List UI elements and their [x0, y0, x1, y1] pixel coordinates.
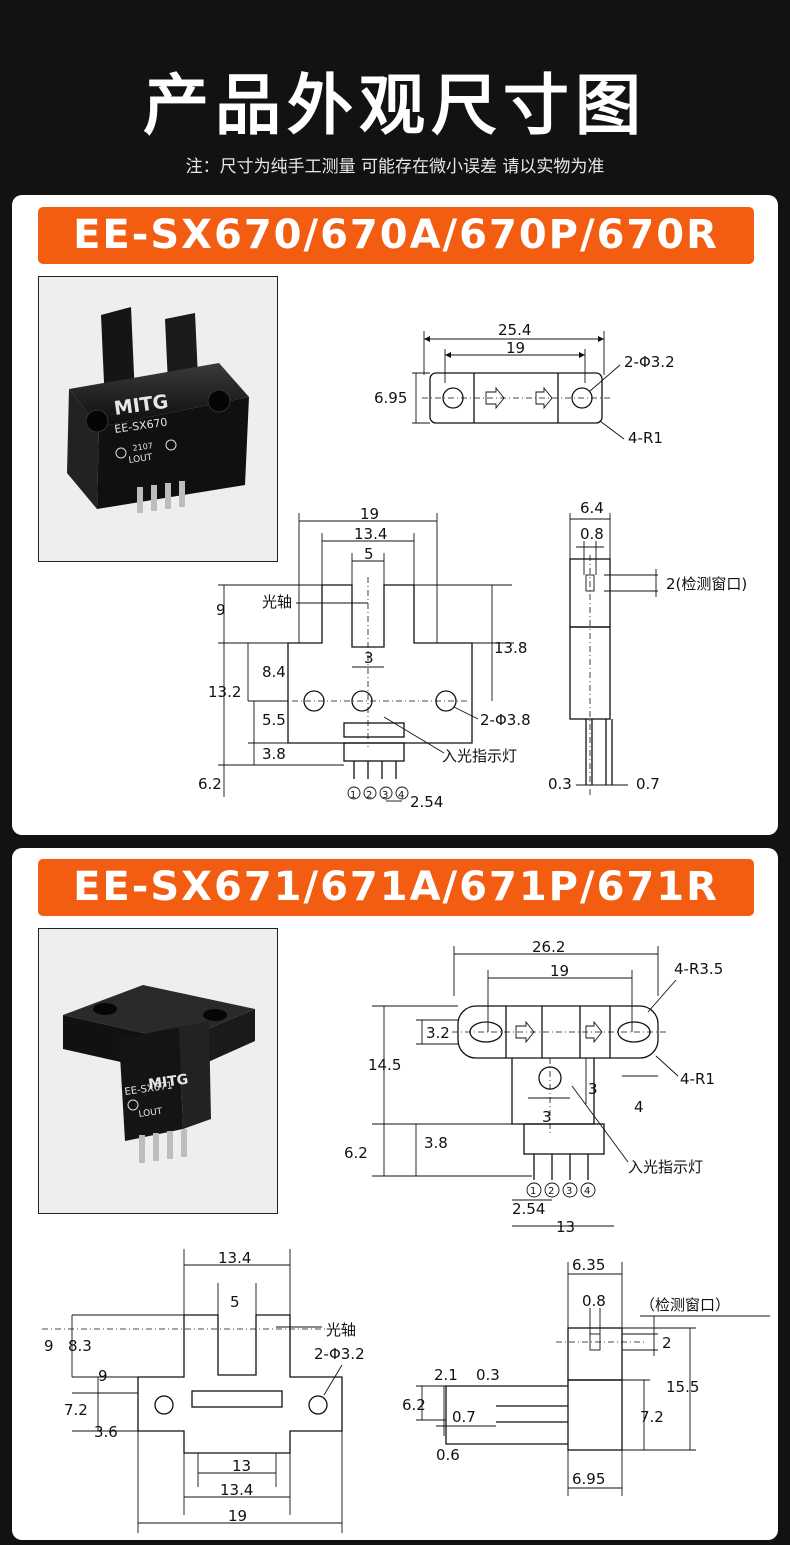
label-axis: 光轴: [326, 1321, 356, 1339]
product-photo: MITG EE-SX671 LOUT: [38, 928, 278, 1214]
label-indicator: 入光指示灯: [628, 1158, 703, 1176]
pin-4: 4: [584, 1186, 590, 1197]
dim-d3b: 3: [542, 1108, 552, 1126]
dim-d3: 3: [364, 649, 374, 667]
sensor-photo-icon: MITG EE-SX671 LOUT: [39, 929, 277, 1213]
photo-brand: MITG: [147, 1072, 189, 1093]
dim-d9b: 9: [98, 1367, 108, 1385]
pin-1: 1: [350, 790, 356, 801]
dim-d5-5: 5.5: [262, 711, 286, 729]
dim-d6-2: 6.2: [198, 775, 222, 793]
dim-overall: 26.2: [532, 938, 565, 956]
label-window: （检测窗口）: [640, 1296, 730, 1314]
top-view-diagram: 26.2 19 4-R3.5 3.2 14.5 3 3 4 4-R1 3.8: [344, 938, 723, 1236]
dim-d3-2: 3.2: [426, 1024, 450, 1042]
dim-side-d2-1: 2.1: [434, 1366, 458, 1384]
dim-slot-outer: 13.4: [354, 525, 387, 543]
top-view-diagram: 25.4 19 6.95 2-Φ3.2 4-R1: [374, 321, 675, 447]
dim-d7-2: 7.2: [64, 1401, 88, 1419]
side-view-diagram: 6.35 0.8 （检测窗口） 2 15.5 7.2 2.1 0.3 6.2 0…: [402, 1256, 770, 1496]
dim-d4: 4: [634, 1098, 644, 1116]
dim-d3-6: 3.6: [94, 1423, 118, 1441]
panel-ee-sx671: EE-SX671/671A/671P/671R MITG EE-SX671 LO…: [12, 848, 778, 1540]
dim-d9: 9: [216, 601, 226, 619]
panel-ee-sx670: EE-SX670/670A/670P/670R MITG EE-SX670: [12, 195, 778, 835]
dim-d8-4: 8.4: [262, 663, 286, 681]
dim-d6-2: 6.2: [344, 1144, 368, 1162]
dim-d13-4: 13.4: [220, 1481, 253, 1499]
dim-side-d6-95: 6.95: [572, 1470, 605, 1488]
photo-pin-label: LOUT: [138, 1107, 164, 1120]
dim-slot: 5: [364, 545, 374, 563]
pin-3: 3: [382, 790, 388, 801]
dim-side-window: 0.8: [580, 525, 604, 543]
dim-side-d2: 2: [662, 1334, 672, 1352]
pin-2: 2: [548, 1186, 554, 1197]
dim-side-width: 6.4: [580, 499, 604, 517]
dim-side-d7-2: 7.2: [640, 1408, 664, 1426]
pin-2: 2: [366, 790, 372, 801]
dim-pitch: 2.54: [410, 793, 443, 811]
dim-d3-8: 3.8: [262, 745, 286, 763]
dim-hole-pitch: 19: [506, 339, 525, 357]
front-view-diagram: 19 13.4 5 1 2 3 4 光轴 9 13.2 8.4: [198, 507, 531, 811]
dim-width: 19: [360, 507, 379, 523]
page-title: 产品外观尺寸图: [143, 67, 647, 144]
front-view-diagram: 13.4 5 光轴 2-Φ3.2 9 8.3 9 7.2 3.6 13 13.4…: [42, 1249, 365, 1533]
sensor-photo-icon: MITG EE-SX670 2107 LOUT: [39, 277, 277, 561]
dim-overall: 25.4: [498, 321, 531, 339]
dim-pitch: 2.54: [512, 1200, 545, 1218]
dim-d13: 13: [232, 1457, 251, 1475]
dim-side-d15-5: 15.5: [666, 1378, 699, 1396]
dim-d13-2: 13.2: [208, 683, 241, 701]
dim-d3-8: 3.8: [424, 1134, 448, 1152]
dim-radius: 4-R1: [628, 429, 663, 447]
side-view-diagram: 6.4 0.8 2(检测窗口) 0.3 0.7: [548, 499, 747, 795]
dim-holes: 2-Φ3.2: [624, 353, 675, 371]
photo-pin-label: LOUT: [128, 453, 154, 466]
pin-1: 1: [530, 1186, 536, 1197]
product-photo: MITG EE-SX670 2107 LOUT: [38, 276, 278, 562]
photo-code: 2107: [132, 441, 153, 453]
dim-side-window-h: 2(检测窗口): [666, 575, 747, 593]
dim-radius-small: 4-R1: [680, 1070, 715, 1088]
dim-hole-pitch: 19: [550, 962, 569, 980]
dim-side-d0-3: 0.3: [548, 775, 572, 793]
dim-side-d0-3: 0.3: [476, 1366, 500, 1384]
label-axis: 光轴: [262, 593, 292, 611]
dim-side-d0-7: 0.7: [636, 775, 660, 793]
dim-d13-8: 13.8: [494, 639, 527, 657]
dim-height: 6.95: [374, 389, 407, 407]
dim-d13: 13: [556, 1218, 575, 1236]
dim-side-width: 6.35: [572, 1256, 605, 1274]
dim-radius-big: 4-R3.5: [674, 960, 723, 978]
dim-holes: 2-Φ3.2: [314, 1345, 365, 1363]
dim-d8-3: 8.3: [68, 1337, 92, 1355]
dim-d3: 3: [588, 1080, 598, 1098]
dim-side-window: 0.8: [582, 1292, 606, 1310]
dim-d9: 9: [44, 1337, 54, 1355]
page-note: 注：尺寸为纯手工测量 可能存在微小误差 请以实物为准: [185, 157, 605, 177]
dim-d19: 19: [228, 1507, 247, 1525]
dim-side-d0-7: 0.7: [452, 1408, 476, 1426]
pin-3: 3: [566, 1186, 572, 1197]
dim-d14-5: 14.5: [368, 1056, 401, 1074]
dim-slot: 5: [230, 1293, 240, 1311]
dim-side-d6-2: 6.2: [402, 1396, 426, 1414]
label-indicator: 入光指示灯: [442, 747, 517, 765]
dim-slot-outer: 13.4: [218, 1249, 251, 1267]
dim-side-d0-6: 0.6: [436, 1446, 460, 1464]
pin-4: 4: [398, 790, 404, 801]
model-banner: EE-SX671/671A/671P/671R: [38, 859, 754, 916]
model-banner: EE-SX670/670A/670P/670R: [38, 207, 754, 264]
dim-holes-front: 2-Φ3.8: [480, 711, 531, 729]
